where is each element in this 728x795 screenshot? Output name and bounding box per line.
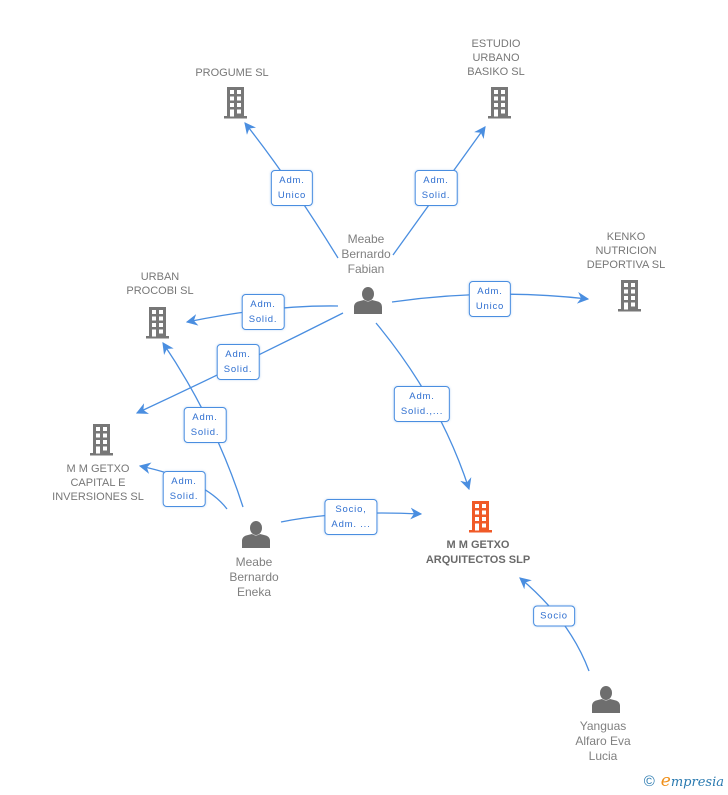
person-icon-eneka[interactable] bbox=[242, 521, 270, 548]
edge-label-fabian-to-estudio[interactable]: Adm. Solid. bbox=[414, 170, 458, 206]
node-label-estudio[interactable]: ESTUDIO URBANO BASIKO SL bbox=[467, 38, 525, 78]
building-icon-urban[interactable] bbox=[146, 307, 169, 339]
edge-label-fabian-to-kenko[interactable]: Adm. Unico bbox=[468, 281, 512, 317]
person-icon-fabian[interactable] bbox=[354, 287, 382, 314]
edge-label-eneka-to-main[interactable]: Socio, Adm. ... bbox=[324, 499, 378, 535]
empresia-logo[interactable]: © empresia bbox=[644, 771, 724, 791]
node-label-kenko[interactable]: KENKO NUTRICION DEPORTIVA SL bbox=[586, 231, 666, 271]
node-label-progume[interactable]: PROGUME SL bbox=[195, 67, 269, 79]
building-icon-main[interactable] bbox=[469, 501, 492, 533]
edge-label-fabian-to-capital[interactable]: Adm. Solid. bbox=[216, 344, 260, 380]
node-label-fabian[interactable]: Meabe Bernardo Fabian bbox=[341, 232, 391, 276]
node-label-eneka[interactable]: Meabe Bernardo Eneka bbox=[229, 555, 279, 599]
building-icon-estudio[interactable] bbox=[488, 87, 511, 119]
brand-name: empresia bbox=[660, 771, 724, 791]
copyright-icon: © bbox=[643, 772, 655, 790]
person-icon-yanguas[interactable] bbox=[592, 686, 620, 713]
building-icon-progume[interactable] bbox=[224, 87, 247, 119]
node-label-capital[interactable]: M M GETXO CAPITAL E INVERSIONES SL bbox=[52, 463, 144, 503]
edge-label-eneka-to-urban[interactable]: Adm. Solid. bbox=[183, 407, 227, 443]
edge-label-eneka-to-capital[interactable]: Adm. Solid. bbox=[162, 471, 206, 507]
building-icon-capital[interactable] bbox=[90, 424, 113, 456]
edge-label-fabian-to-main[interactable]: Adm. Solid.,... bbox=[393, 386, 451, 422]
node-label-urban[interactable]: URBAN PROCOBI SL bbox=[126, 271, 194, 297]
node-label-yanguas[interactable]: Yanguas Alfaro Eva Lucia bbox=[575, 719, 631, 763]
edge-label-fabian-to-urban[interactable]: Adm. Solid. bbox=[241, 294, 285, 330]
edge-label-yanguas-to-main[interactable]: Socio bbox=[533, 605, 575, 627]
edge-label-fabian-to-progume[interactable]: Adm. Unico bbox=[270, 170, 314, 206]
building-icon-kenko[interactable] bbox=[618, 280, 641, 312]
node-label-main[interactable]: M M GETXO ARQUITECTOS SLP bbox=[425, 539, 531, 566]
